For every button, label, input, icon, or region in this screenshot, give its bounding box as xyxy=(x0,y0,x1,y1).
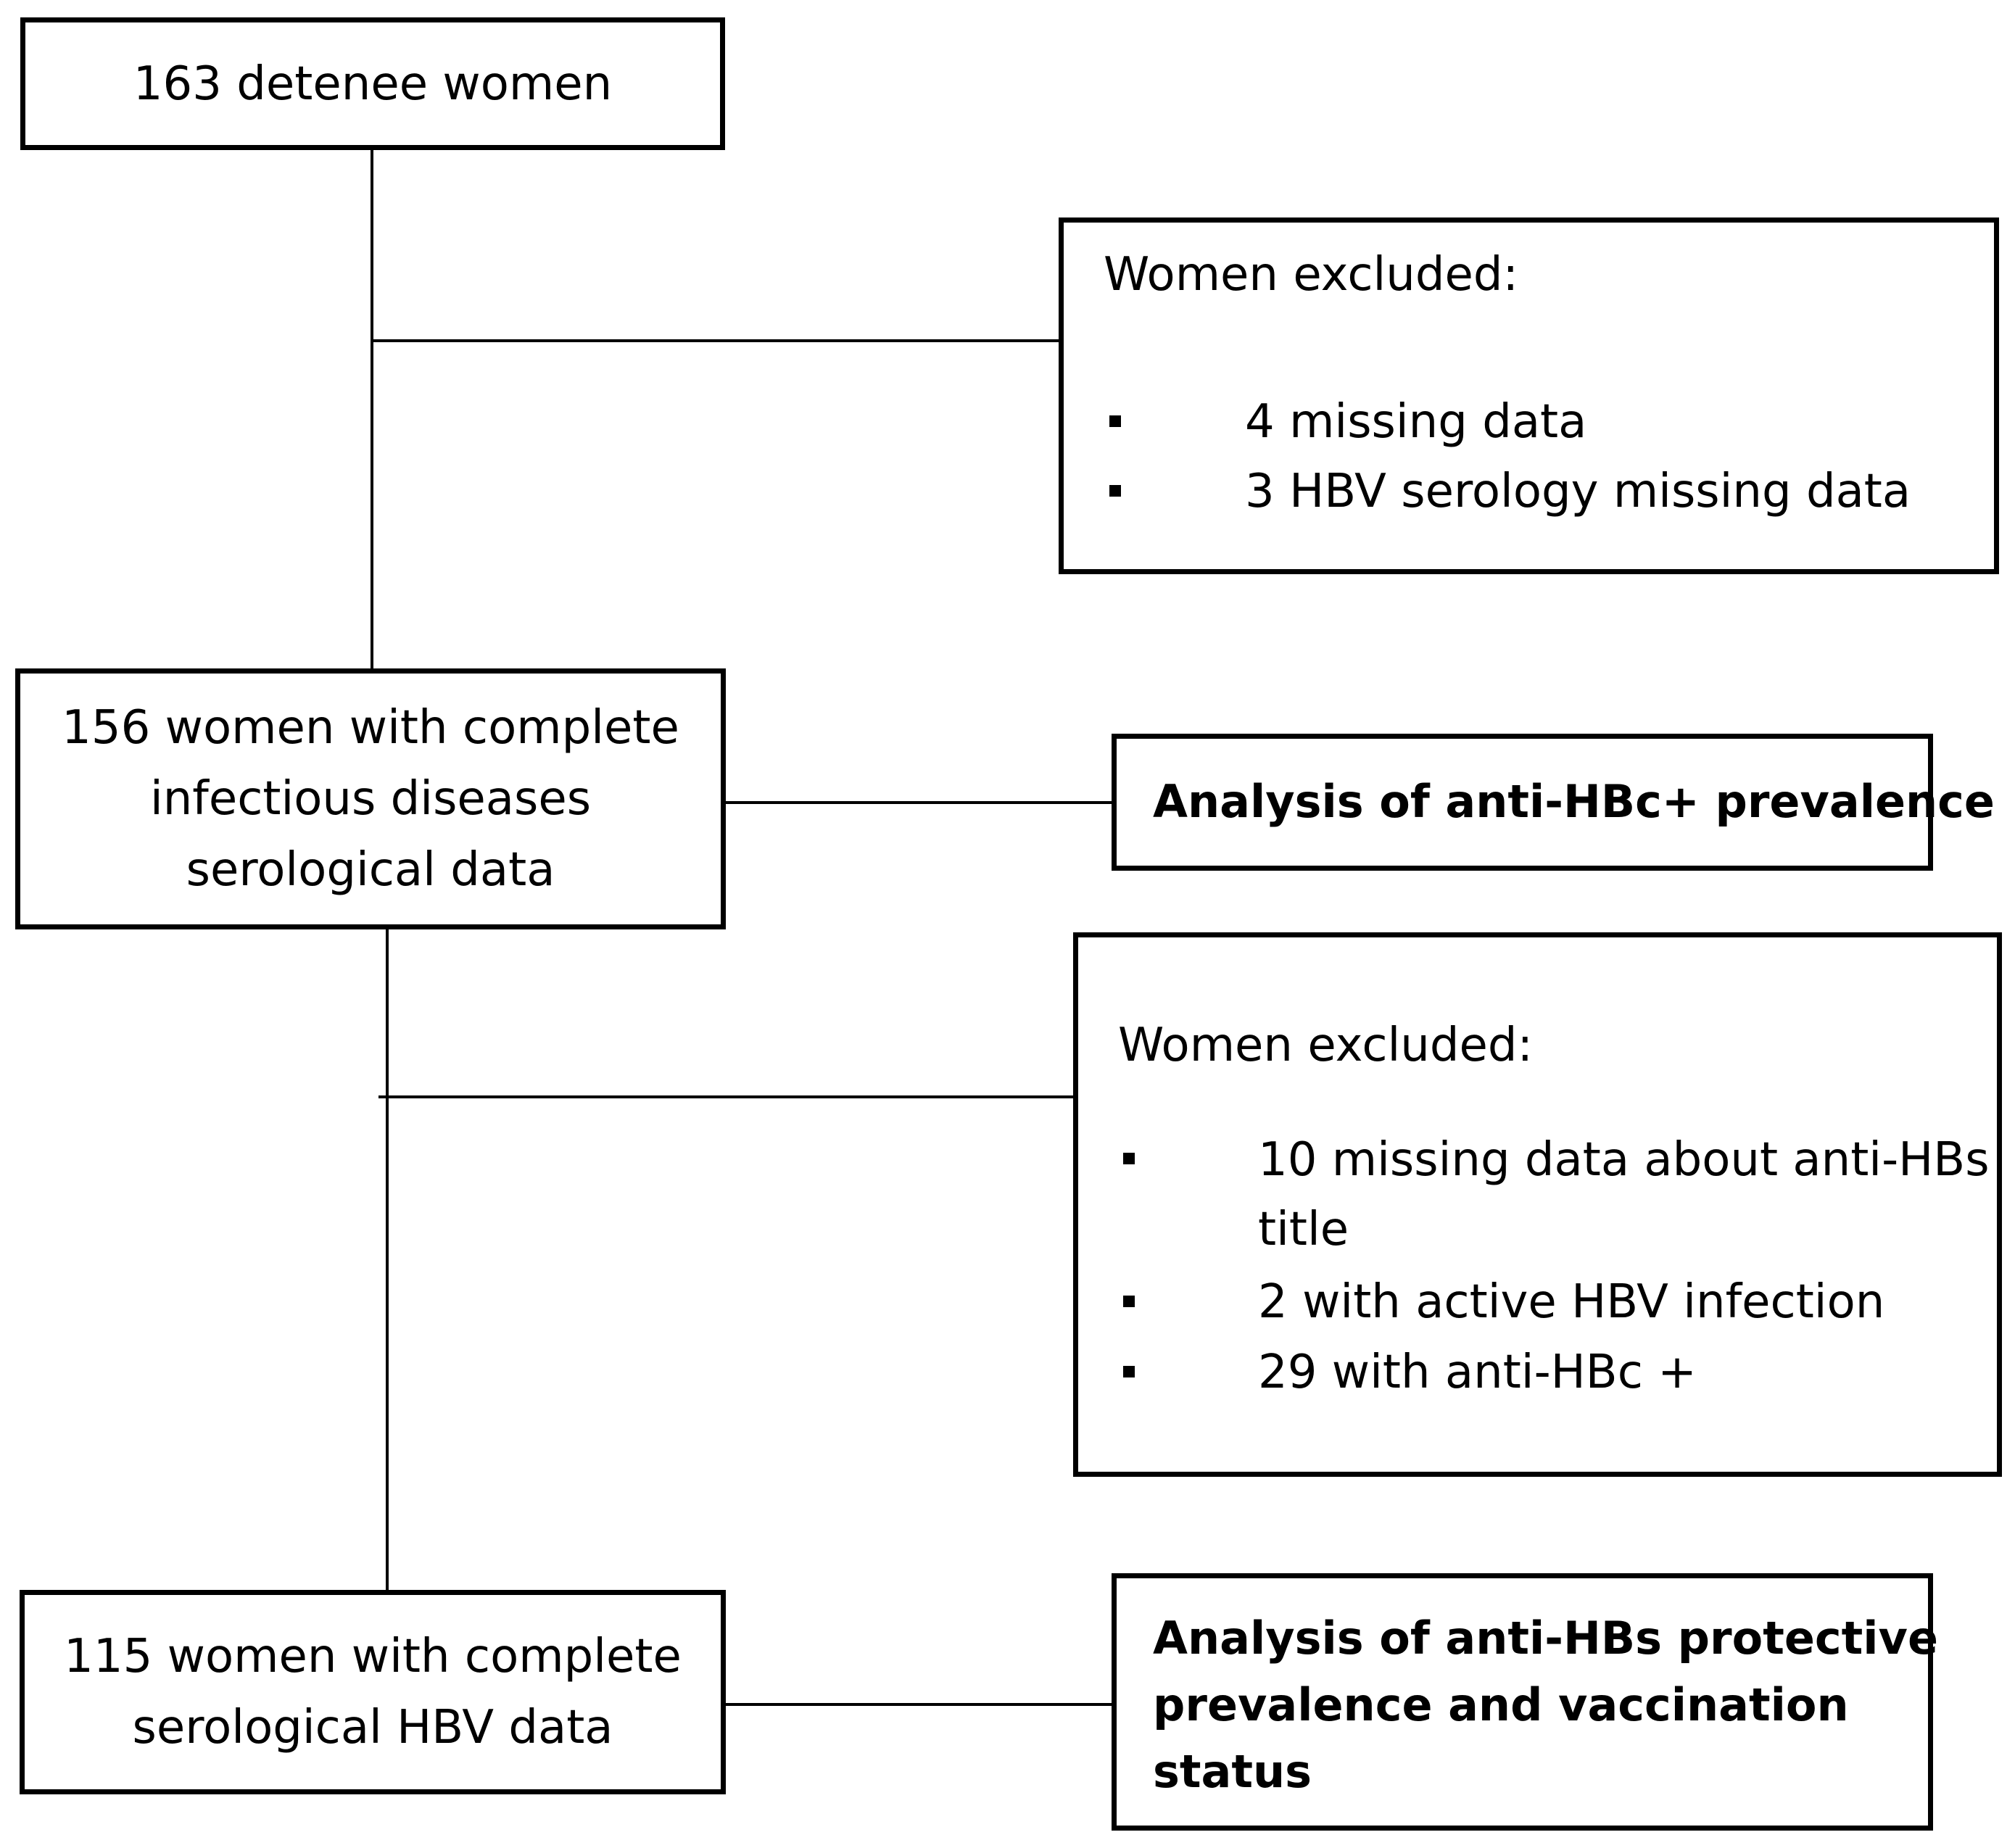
exclusion-2-item: 29 with anti-HBc + xyxy=(1258,1346,1697,1399)
bullet-icon xyxy=(1109,415,1121,427)
bullet-icon xyxy=(1123,1153,1135,1164)
flow-box-start-text: 163 detenee women xyxy=(133,57,613,111)
connector-start-to-middle xyxy=(371,149,373,671)
exclusion-box-2: Women excluded: 10 missing data about an… xyxy=(1073,932,2002,1477)
connector-to-exclusion-1 xyxy=(371,339,1059,342)
analysis-box-1: Analysis of anti-HBc+ prevalence xyxy=(1112,734,1995,871)
flow-box-start: 163 detenee women xyxy=(20,17,725,150)
exclusion-2-title: Women excluded: xyxy=(1118,1019,1534,1072)
analysis-2-line: prevalence and vaccination xyxy=(1153,1678,1849,1731)
flow-box-middle-line: infectious diseases xyxy=(149,772,592,826)
connector-to-analysis-2 xyxy=(724,1703,1114,1706)
exclusion-1-title: Women excluded: xyxy=(1104,248,1519,302)
flow-box-middle-line: serological data xyxy=(186,843,555,897)
connector-middle-to-final xyxy=(386,927,389,1593)
connector-to-analysis-1 xyxy=(724,801,1114,804)
exclusion-2-item-continuation: title xyxy=(1258,1203,1349,1256)
flow-box-final-line: 115 women with complete xyxy=(64,1630,682,1683)
exclusion-1-item: 3 HBV serology missing data xyxy=(1245,465,1911,518)
flow-box-middle: 156 women with complete infectious disea… xyxy=(15,668,726,929)
exclusion-box-1: Women excluded: 4 missing data 3 HBV ser… xyxy=(1059,217,1999,574)
analysis-box-2: Analysis of anti-HBs protective prevalen… xyxy=(1112,1573,1938,1831)
bullet-icon xyxy=(1109,485,1121,497)
exclusion-2-item: 10 missing data about anti-HBs xyxy=(1258,1133,1990,1187)
analysis-2-line: status xyxy=(1153,1745,1312,1798)
analysis-2-line: Analysis of anti-HBs protective xyxy=(1153,1612,1939,1665)
connector-to-exclusion-2 xyxy=(378,1095,1075,1098)
bullet-icon xyxy=(1123,1366,1135,1377)
exclusion-2-item: 2 with active HBV infection xyxy=(1258,1275,1885,1329)
exclusion-1-item: 4 missing data xyxy=(1245,395,1587,449)
analysis-1-label: Analysis of anti-HBc+ prevalence xyxy=(1153,775,1995,828)
flow-box-final: 115 women with complete serological HBV … xyxy=(20,1590,726,1794)
bullet-icon xyxy=(1123,1296,1135,1307)
flow-box-middle-line: 156 women with complete xyxy=(62,701,679,755)
flow-box-final-line: serological HBV data xyxy=(132,1701,613,1754)
